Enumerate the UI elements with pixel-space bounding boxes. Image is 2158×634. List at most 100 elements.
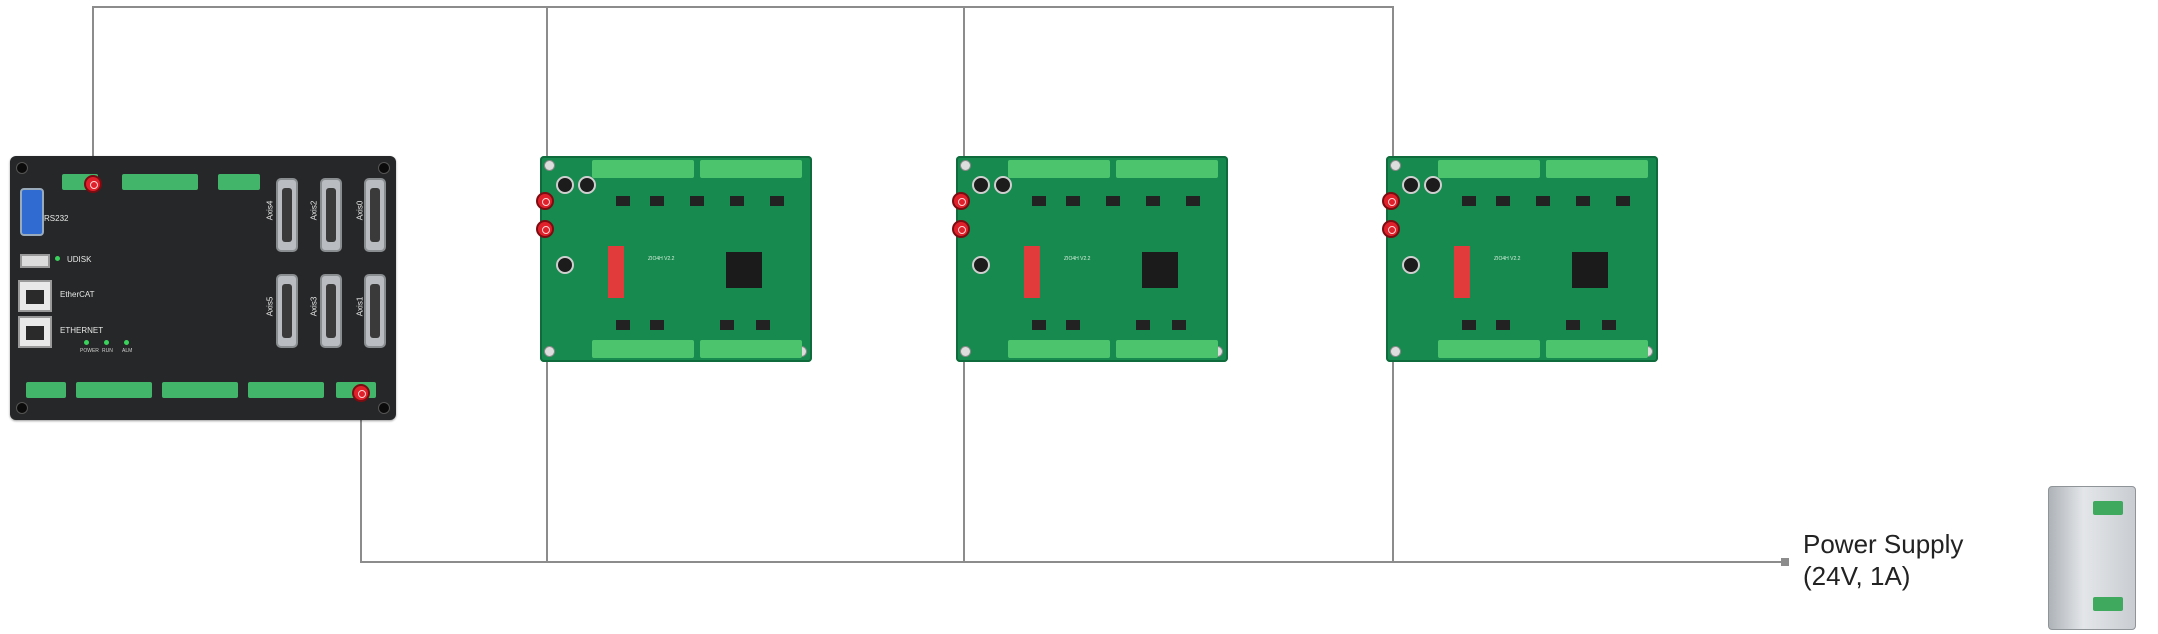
ic (756, 320, 770, 330)
ic (1146, 196, 1160, 206)
axis0-label: Axis0 (355, 200, 365, 221)
board-top-terminal (1116, 160, 1218, 178)
axis2-label: Axis2 (309, 200, 319, 221)
ic (1066, 196, 1080, 206)
ethercat-port (18, 280, 52, 312)
board-3-can-connector (1382, 192, 1400, 210)
ethernet-label: ETHERNET (60, 326, 104, 335)
ic (1136, 320, 1150, 330)
axis3-label: Axis3 (309, 296, 319, 317)
board-hole (1390, 160, 1401, 171)
capacitor (1402, 256, 1420, 274)
ic (1032, 320, 1046, 330)
capacitor (972, 176, 990, 194)
ic (1616, 196, 1630, 206)
mount-hole (378, 402, 390, 414)
board-silkscreen: ZIO4H V2.2 (648, 256, 675, 262)
board-bottom-terminal (1116, 340, 1218, 358)
ic (1496, 320, 1510, 330)
expansion-board-2: ZIO4H V2.2 (956, 156, 1228, 362)
capacitor (1424, 176, 1442, 194)
input-terminal (76, 382, 152, 398)
board-1-power-connector (536, 220, 554, 238)
output-terminal (248, 382, 324, 398)
ic (1462, 196, 1476, 206)
mcu-chip (1572, 252, 1608, 288)
capacitor (994, 176, 1012, 194)
board-2-power-connector (952, 220, 970, 238)
axis2-connector (320, 178, 342, 252)
ic (1602, 320, 1616, 330)
axis4-label: Axis4 (265, 200, 275, 221)
alm-led-label: ALM (122, 348, 133, 354)
ic (1066, 320, 1080, 330)
expansion-board-3: ZIO4H V2.2 (1386, 156, 1658, 362)
ic (1172, 320, 1186, 330)
capacitor (556, 256, 574, 274)
axis0-connector (364, 178, 386, 252)
ic (770, 196, 784, 206)
power-supply-unit (2048, 486, 2136, 630)
psu-input-terminal (2093, 597, 2123, 611)
power-led-label: POWER (80, 348, 99, 354)
controller-can-connector (84, 175, 102, 193)
ic (1462, 320, 1476, 330)
input-terminal (162, 382, 238, 398)
rs232-label: RS232 (44, 214, 69, 223)
board-hole (960, 160, 971, 171)
ic (1106, 196, 1120, 206)
board-bottom-terminal (700, 340, 802, 358)
power-supply-label-line1: Power Supply (1803, 529, 1964, 559)
ic (720, 320, 734, 330)
board-bottom-terminal (1546, 340, 1648, 358)
board-2-can-connector (952, 192, 970, 210)
board-3-power-connector (1382, 220, 1400, 238)
power-terminal (26, 382, 66, 398)
power-supply-label-line2: (24V, 1A) (1803, 561, 1911, 591)
axis1-label: Axis1 (355, 296, 365, 317)
controller-power-connector (352, 384, 370, 402)
capacitor (1402, 176, 1420, 194)
io-terminal (122, 174, 198, 190)
mount-hole (16, 402, 28, 414)
board-hole (544, 346, 555, 357)
can-bus-wire (92, 6, 1394, 184)
psu-output-terminal (2093, 501, 2123, 515)
run-led (104, 340, 109, 345)
capacitor (556, 176, 574, 194)
board-hole (960, 346, 971, 357)
ic (1186, 196, 1200, 206)
ethercat-label: EtherCAT (60, 290, 95, 299)
rs232-port (20, 188, 44, 236)
expansion-board-1: ZIO4H V2.2 (540, 156, 812, 362)
axis5-connector (276, 274, 298, 348)
power-bus-wire (360, 393, 1785, 563)
board-hole (544, 160, 555, 171)
axis5-label: Axis5 (265, 296, 275, 317)
dip-switch (608, 246, 624, 298)
board-top-terminal (592, 160, 694, 178)
ic (1536, 196, 1550, 206)
board-bottom-terminal (1008, 340, 1110, 358)
ethernet-port (18, 316, 52, 348)
board-1-can-connector (536, 192, 554, 210)
board-top-terminal (700, 160, 802, 178)
power-supply-label: Power Supply (24V, 1A) (1803, 528, 1963, 592)
ic (616, 320, 630, 330)
mcu-chip (1142, 252, 1178, 288)
dip-switch (1024, 246, 1040, 298)
mount-hole (378, 162, 390, 174)
board-top-terminal (1546, 160, 1648, 178)
power-led (84, 340, 89, 345)
capacitor (972, 256, 990, 274)
io-terminal (218, 174, 260, 190)
board-silkscreen: ZIO4H V2.2 (1494, 256, 1521, 262)
motion-controller: RS232 UDISK EtherCAT ETHERNET POWER RUN … (10, 156, 396, 420)
ic (1566, 320, 1580, 330)
ic (730, 196, 744, 206)
run-led-label: RUN (102, 348, 113, 354)
axis4-connector (276, 178, 298, 252)
usb-port (20, 254, 50, 268)
capacitor (578, 176, 596, 194)
board-silkscreen: ZIO4H V2.2 (1064, 256, 1091, 262)
